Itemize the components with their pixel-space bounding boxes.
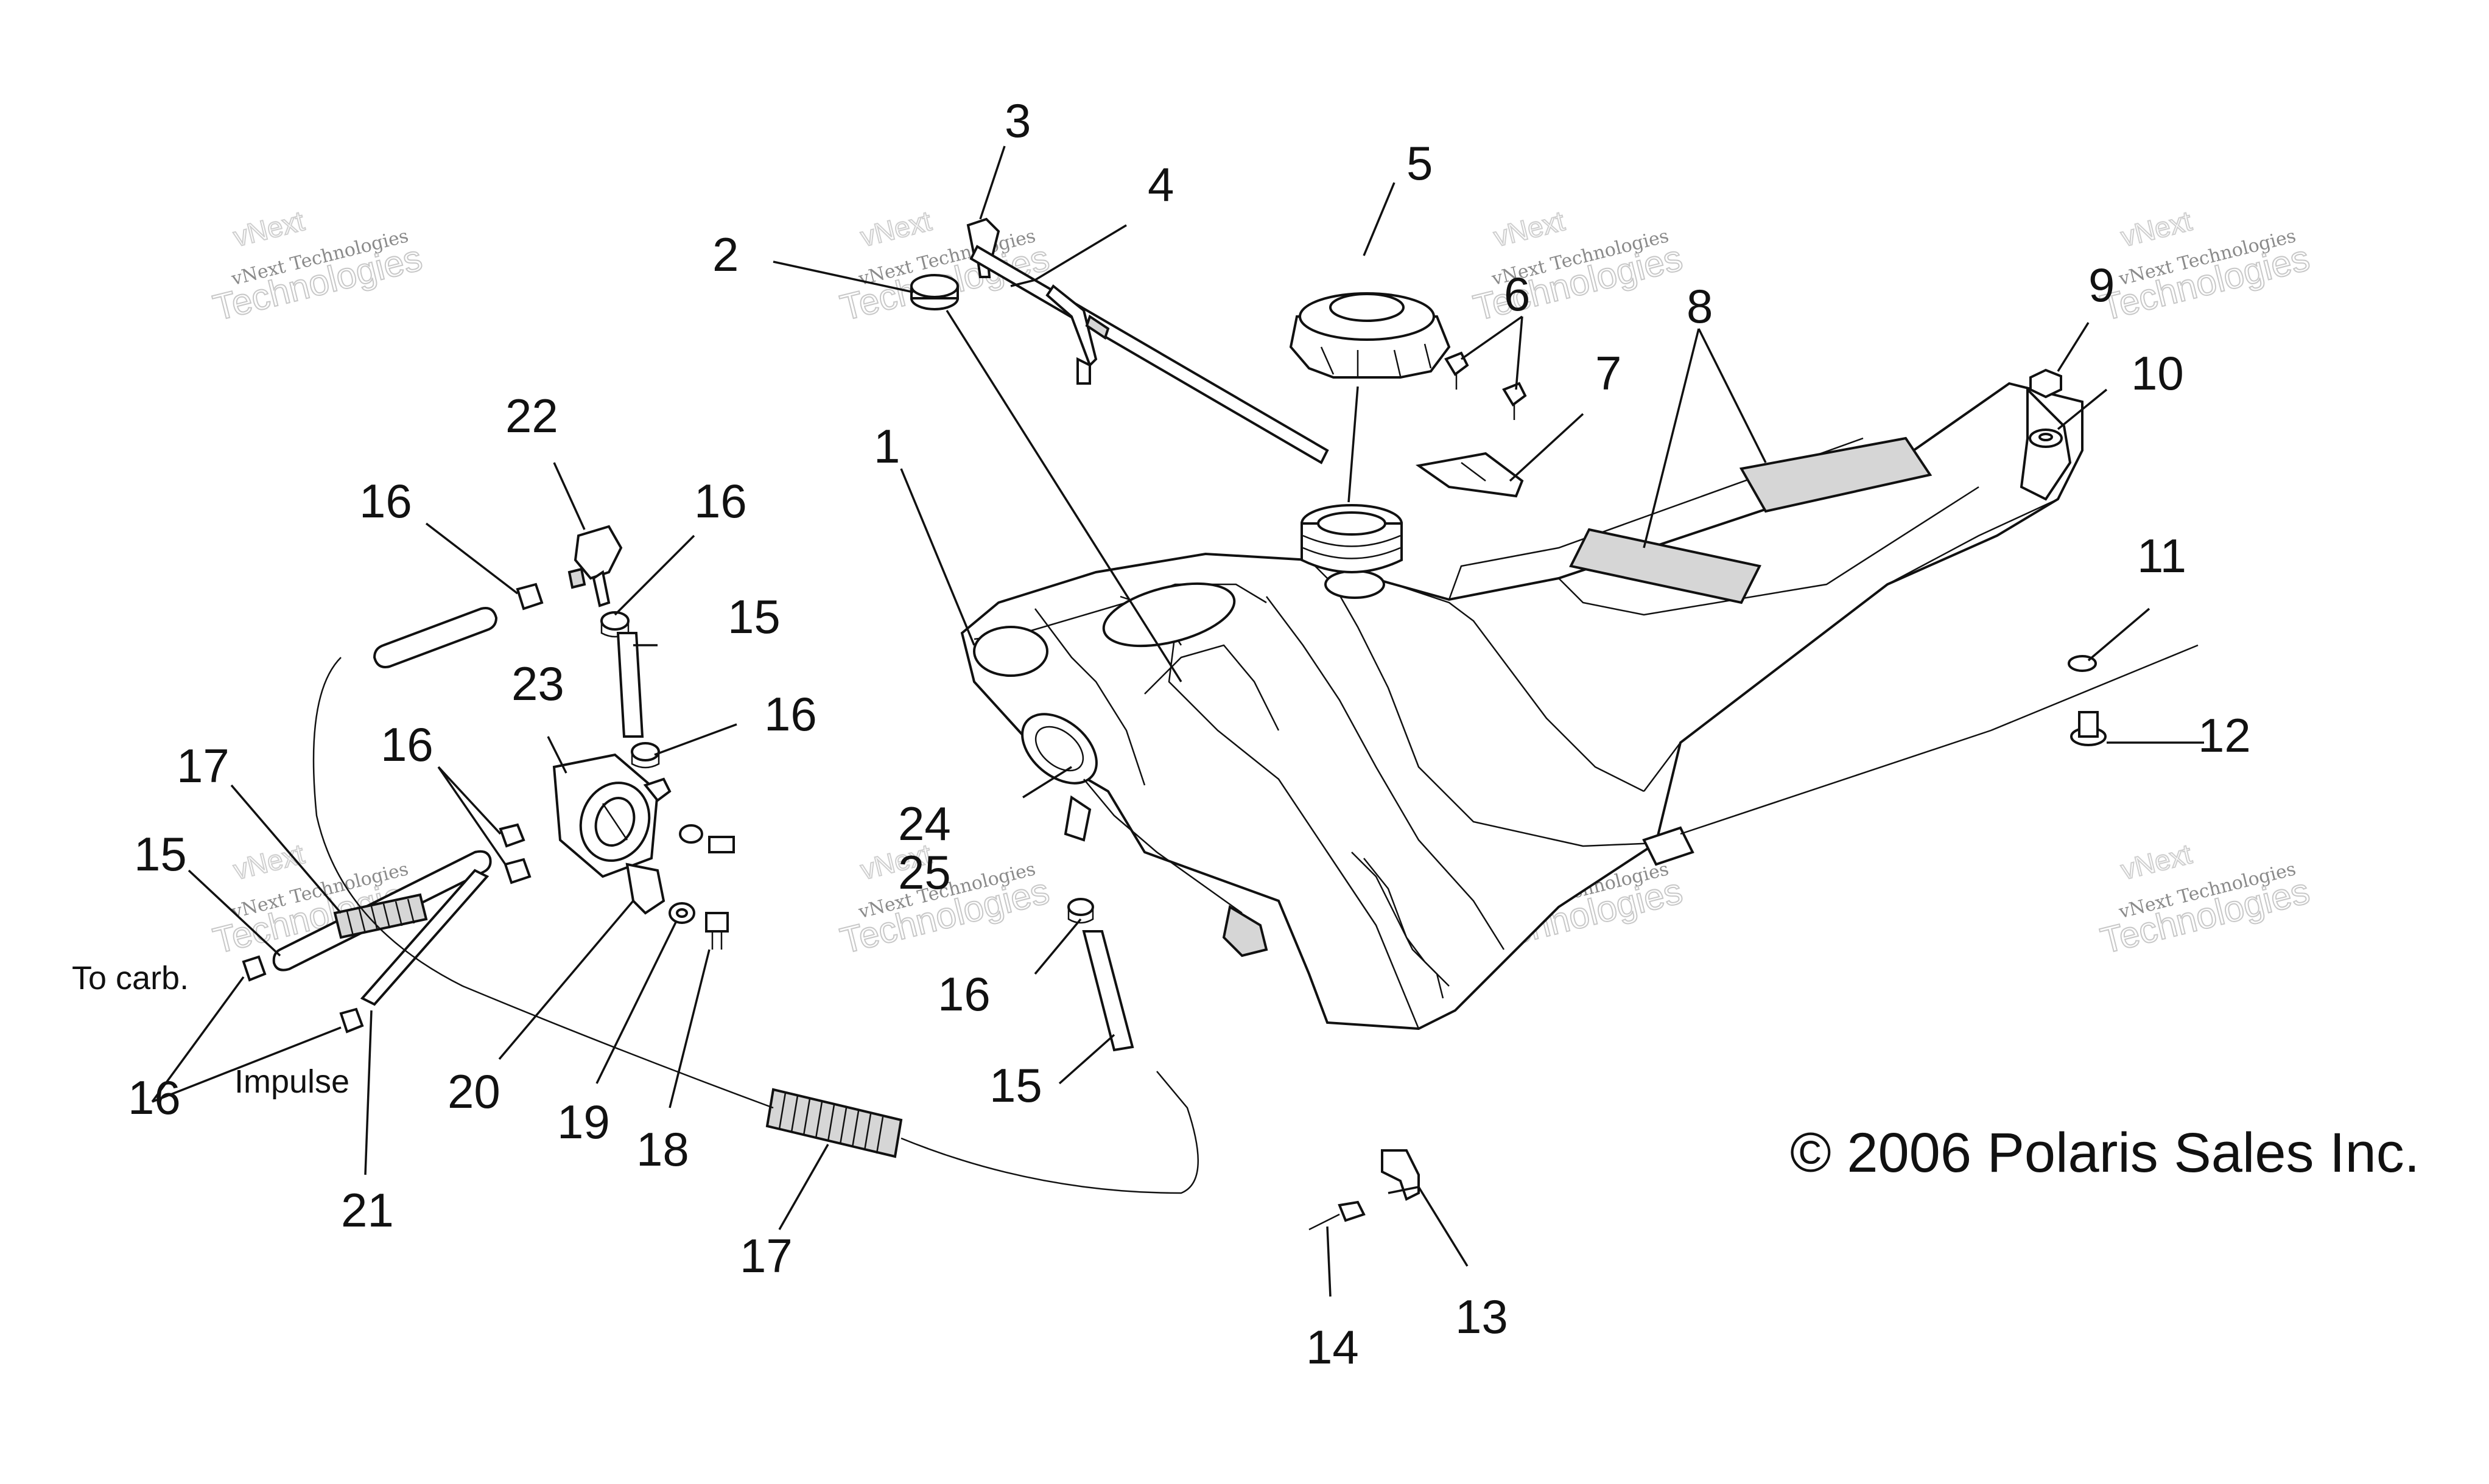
- svg-text:vNext: vNext: [2118, 838, 2195, 886]
- callout-4: 4: [1148, 158, 1174, 211]
- tank-decals[interactable]: [1569, 436, 1933, 604]
- hose-clamps[interactable]: [242, 583, 1094, 1034]
- callout-10: 10: [2131, 346, 2184, 400]
- callout-15-top: 15: [728, 590, 781, 643]
- callout-22: 22: [505, 389, 558, 443]
- callout-21: 21: [341, 1183, 394, 1237]
- screws[interactable]: [1444, 351, 1527, 420]
- watermark: vNext vNext Technologies Technologies: [2096, 204, 2314, 329]
- fill-neck: [1301, 504, 1403, 573]
- callout-3: 3: [1005, 94, 1031, 147]
- hose-sleeves[interactable]: [333, 893, 903, 1158]
- callout-labels: 3 2 4 5 6 7 8 9 10 11 12 13 14 1 24 25 1…: [128, 94, 2251, 1374]
- callout-25: 25: [898, 845, 951, 899]
- callout-16-d: 16: [381, 718, 434, 771]
- callout-16-e: 16: [128, 1071, 181, 1124]
- callout-12: 12: [2198, 709, 2251, 762]
- note-impulse: Impulse: [234, 1063, 349, 1100]
- watermark: vNext vNext Technologies Technologies: [2096, 837, 2314, 962]
- fuel-valve[interactable]: [552, 753, 672, 878]
- mount-bolt[interactable]: [2070, 711, 2107, 746]
- callout-15-left: 15: [134, 827, 187, 881]
- callout-19: 19: [557, 1095, 610, 1149]
- bolt-centerline: [1990, 644, 2199, 732]
- grommet[interactable]: [910, 274, 959, 310]
- watermark: vNext vNext Technologies Technologies: [209, 204, 427, 329]
- vent-hose[interactable]: [969, 245, 1329, 464]
- callout-18: 18: [636, 1122, 689, 1176]
- callout-6: 6: [1504, 267, 1530, 321]
- callout-23: 23: [511, 657, 564, 710]
- washer-upper[interactable]: [2029, 429, 2063, 448]
- svg-text:vNext: vNext: [857, 205, 935, 253]
- leader-lines: [151, 145, 2204, 1297]
- note-to-carb: To carb.: [72, 960, 189, 996]
- callout-11: 11: [2137, 529, 2186, 583]
- fuel-cap[interactable]: [1289, 292, 1451, 379]
- callout-16-c: 16: [764, 687, 817, 741]
- rivet[interactable]: [1308, 1200, 1366, 1231]
- clip[interactable]: [1381, 1149, 1420, 1201]
- svg-text:vNext: vNext: [1490, 205, 1568, 253]
- tank-centerline: [1680, 729, 1992, 835]
- watermark: vNext vNext Technologies Technologies: [1469, 204, 1687, 329]
- callout-5: 5: [1406, 136, 1433, 190]
- svg-text:vNext: vNext: [2118, 205, 2195, 253]
- callout-7: 7: [1595, 346, 1621, 400]
- valve-lever[interactable]: [567, 525, 623, 607]
- valve-bracket[interactable]: [625, 863, 665, 915]
- callout-24: 24: [898, 797, 951, 850]
- callout-17-bottom: 17: [740, 1229, 793, 1283]
- callout-1: 1: [874, 419, 900, 473]
- valve-washer[interactable]: [669, 902, 695, 924]
- valve-screw-upper[interactable]: [679, 824, 735, 853]
- callout-17-left: 17: [177, 739, 230, 793]
- callout-16-b: 16: [694, 474, 747, 528]
- fuel-tank[interactable]: [960, 382, 2084, 1031]
- svg-text:vNext: vNext: [230, 205, 307, 253]
- callout-16-right: 16: [938, 967, 991, 1021]
- valve-screw[interactable]: [705, 912, 729, 950]
- callout-2: 2: [712, 228, 739, 281]
- callout-9: 9: [2088, 258, 2115, 312]
- bracket[interactable]: [1415, 452, 1524, 498]
- callout-15-right: 15: [989, 1059, 1042, 1112]
- callout-20: 20: [448, 1065, 500, 1118]
- callout-14: 14: [1306, 1320, 1359, 1374]
- callout-8: 8: [1687, 279, 1713, 333]
- copyright-text: © 2006 Polaris Sales Inc.: [1790, 1122, 2420, 1184]
- callout-13: 13: [1455, 1290, 1508, 1343]
- nut[interactable]: [2029, 368, 2062, 399]
- overflow-line: [312, 657, 1199, 1194]
- callout-16-a: 16: [359, 474, 412, 528]
